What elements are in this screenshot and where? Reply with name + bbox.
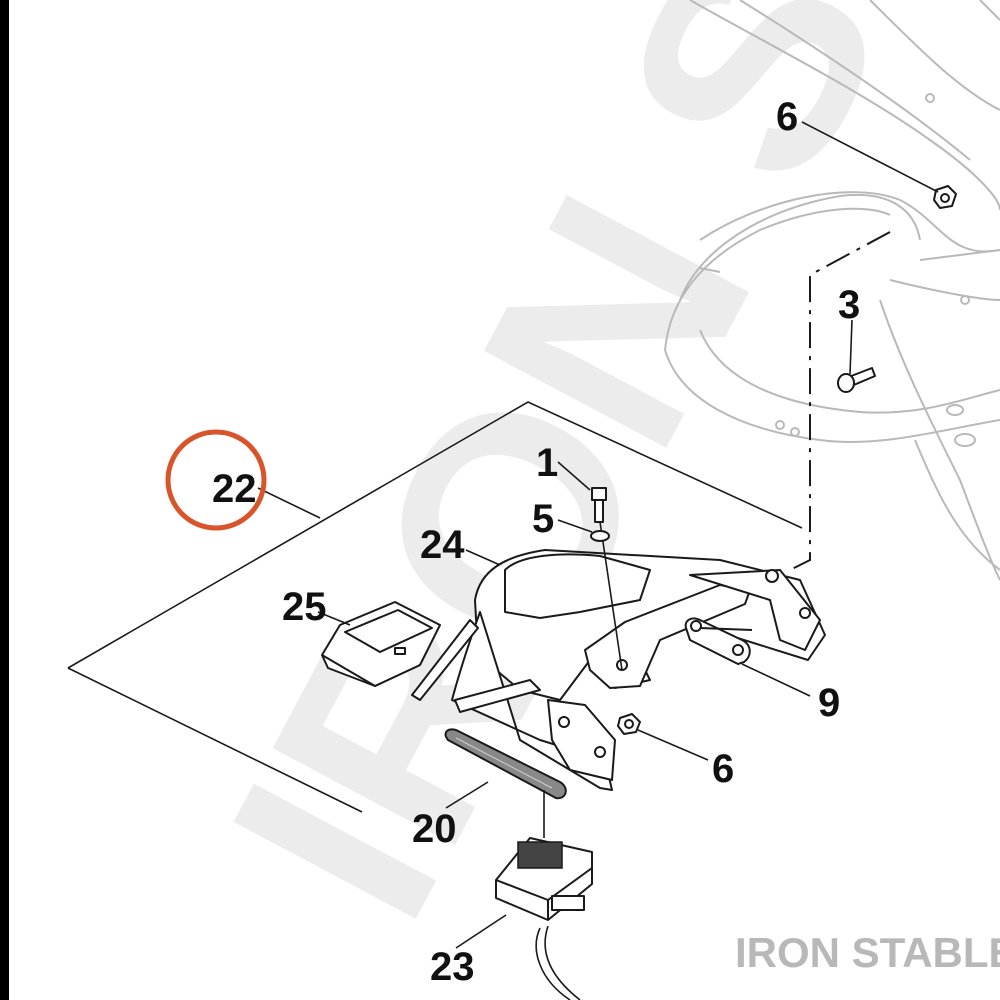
callout-20: 20 xyxy=(412,807,457,851)
callout-24: 24 xyxy=(420,523,465,567)
cover-25 xyxy=(321,601,441,687)
callout-1: 1 xyxy=(536,441,558,485)
nut-6-top xyxy=(933,185,957,209)
bolt-1 xyxy=(591,487,607,523)
brand-label: IRON STABLE xyxy=(735,929,1000,976)
callout-3: 3 xyxy=(838,283,860,327)
nut-6-bottom xyxy=(617,713,641,735)
assembly-boundary xyxy=(67,401,803,813)
callout-23: 23 xyxy=(430,945,475,989)
washer-5 xyxy=(590,530,610,542)
callout-5: 5 xyxy=(532,497,554,541)
callout-9: 9 xyxy=(818,681,840,725)
callout-25: 25 xyxy=(282,585,327,629)
bracket-24 xyxy=(411,549,826,791)
highlight-ring-22 xyxy=(165,429,267,531)
bolt-3 xyxy=(837,367,876,393)
plate-9 xyxy=(684,617,753,665)
bolt-1-axis xyxy=(599,521,623,671)
fender-ghost xyxy=(664,0,1000,581)
leader-lines xyxy=(257,121,939,949)
alignment-dash-line xyxy=(789,231,891,571)
reflector-20 xyxy=(444,728,567,800)
callout-22: 22 xyxy=(212,467,257,511)
light-module-23 xyxy=(495,790,593,1000)
callout-6-top: 6 xyxy=(776,95,798,139)
callout-6-bottom: 6 xyxy=(712,747,734,791)
left-edge-strip xyxy=(0,0,9,1000)
